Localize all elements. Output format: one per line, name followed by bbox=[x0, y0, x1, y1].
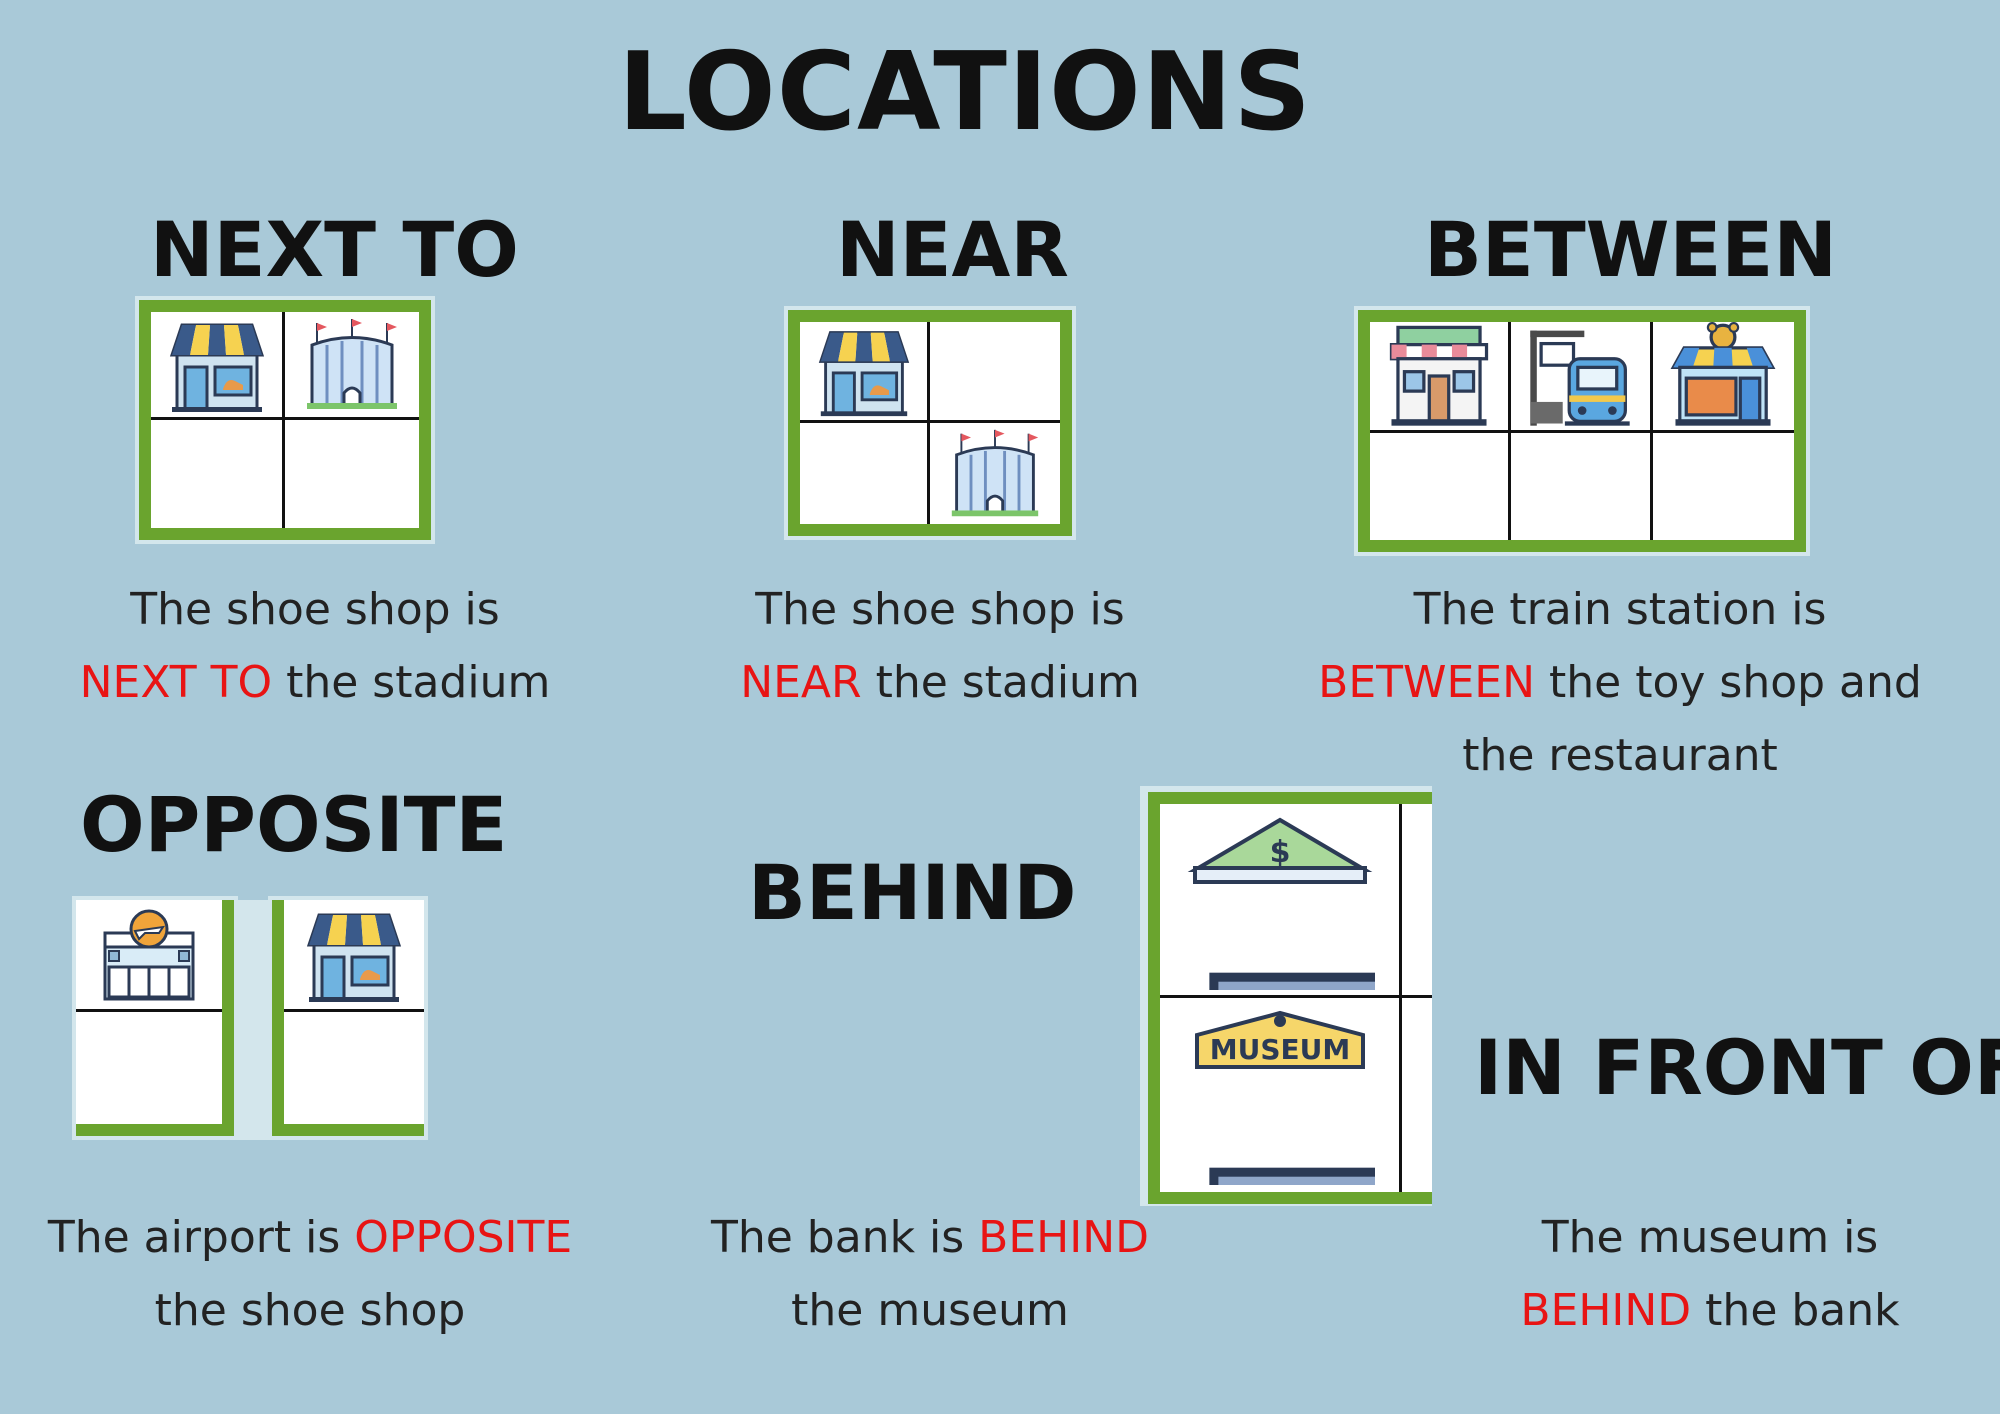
caption-behind: The bank is BEHIND the museum bbox=[700, 1201, 1160, 1347]
caption-near: The shoe shop is NEAR the stadium bbox=[700, 573, 1180, 719]
caption-highlight: BEHIND bbox=[1520, 1285, 1692, 1336]
cell bbox=[76, 900, 222, 1012]
caption-highlight: BEHIND bbox=[978, 1212, 1150, 1263]
cell bbox=[76, 1012, 222, 1124]
grid-between bbox=[1354, 306, 1810, 556]
shoe-shop-icon bbox=[816, 323, 912, 419]
cell bbox=[1402, 998, 1432, 1192]
cell bbox=[930, 423, 1060, 524]
caption-line: the shoe shop bbox=[154, 1285, 466, 1336]
shoe-shop-icon bbox=[304, 905, 404, 1005]
caption-text: the stadium bbox=[861, 657, 1140, 708]
grid-near bbox=[784, 306, 1076, 540]
cell bbox=[284, 1012, 424, 1124]
caption-text: The airport is bbox=[47, 1212, 355, 1263]
caption-text: The bank is bbox=[710, 1212, 979, 1263]
heading-next-to: NEXT TO bbox=[150, 205, 519, 294]
grid-next-to bbox=[135, 296, 435, 544]
cell bbox=[1652, 433, 1794, 540]
caption-line: BEHIND the bank bbox=[1480, 1274, 1940, 1347]
cell bbox=[1511, 433, 1653, 540]
caption-text: the stadium bbox=[272, 657, 551, 708]
grid-behind: $ MUSEUM bbox=[1148, 792, 1432, 1204]
cell bbox=[1370, 322, 1512, 433]
cell bbox=[1370, 433, 1512, 540]
caption-in-front-of: The museum is BEHIND the bank bbox=[1480, 1201, 1940, 1347]
heading-near: NEAR bbox=[836, 205, 1069, 294]
cell bbox=[1652, 322, 1794, 433]
caption-between: The train station is BETWEEN the toy sho… bbox=[1300, 573, 1940, 792]
caption-line: NEXT TO the stadium bbox=[70, 646, 560, 719]
caption-line: The bank is BEHIND bbox=[700, 1201, 1160, 1274]
heading-between: BETWEEN bbox=[1424, 205, 1837, 294]
restaurant-icon bbox=[1385, 322, 1493, 430]
caption-text: the toy shop and bbox=[1535, 657, 1922, 708]
caption-highlight: NEAR bbox=[740, 657, 862, 708]
cell bbox=[930, 322, 1060, 423]
cell: $ bbox=[1160, 804, 1402, 998]
stadium-icon bbox=[302, 315, 402, 415]
caption-highlight: NEXT TO bbox=[79, 657, 273, 708]
caption-line: the restaurant bbox=[1462, 730, 1778, 781]
cell bbox=[1402, 804, 1432, 998]
museum-sign: MUSEUM bbox=[1209, 1033, 1350, 1066]
heading-in-front-of: IN FRONT OF bbox=[1474, 1023, 2000, 1112]
cell bbox=[1511, 322, 1653, 433]
caption-line: The museum is bbox=[1541, 1212, 1879, 1263]
caption-line: the museum bbox=[791, 1285, 1069, 1336]
cell bbox=[151, 312, 285, 420]
bank-sign: $ bbox=[1269, 835, 1290, 870]
caption-line: The shoe shop is bbox=[755, 584, 1125, 635]
cell bbox=[151, 420, 285, 528]
grid-opposite-right bbox=[268, 896, 428, 1140]
cell bbox=[285, 312, 419, 420]
toy-shop-icon bbox=[1669, 322, 1777, 430]
heading-behind: BEHIND bbox=[748, 848, 1077, 937]
shoe-shop-icon bbox=[167, 315, 267, 415]
caption-next-to: The shoe shop is NEXT TO the stadium bbox=[70, 573, 560, 719]
stadium-icon bbox=[947, 426, 1043, 522]
caption-highlight: BETWEEN bbox=[1318, 657, 1536, 708]
train-station-icon bbox=[1526, 322, 1634, 430]
page-title: LOCATIONS bbox=[617, 30, 1313, 155]
caption-line: The airport is OPPOSITE bbox=[30, 1201, 590, 1274]
airport-icon bbox=[99, 905, 199, 1005]
caption-line: BETWEEN the toy shop and bbox=[1300, 646, 1940, 719]
museum-icon: MUSEUM bbox=[1194, 1010, 1375, 1185]
cell bbox=[285, 420, 419, 528]
caption-opposite: The airport is OPPOSITE the shoe shop bbox=[30, 1201, 590, 1347]
cell bbox=[284, 900, 424, 1012]
cell: MUSEUM bbox=[1160, 998, 1402, 1192]
caption-line: The train station is bbox=[1413, 584, 1827, 635]
cell bbox=[800, 322, 930, 423]
bank-icon: $ bbox=[1187, 817, 1375, 990]
grid-opposite-left bbox=[72, 896, 238, 1140]
caption-line: The shoe shop is bbox=[130, 584, 500, 635]
caption-highlight: OPPOSITE bbox=[354, 1212, 573, 1263]
caption-text: the bank bbox=[1691, 1285, 1900, 1336]
caption-line: NEAR the stadium bbox=[700, 646, 1180, 719]
heading-opposite: OPPOSITE bbox=[80, 780, 508, 869]
cell bbox=[800, 423, 930, 524]
